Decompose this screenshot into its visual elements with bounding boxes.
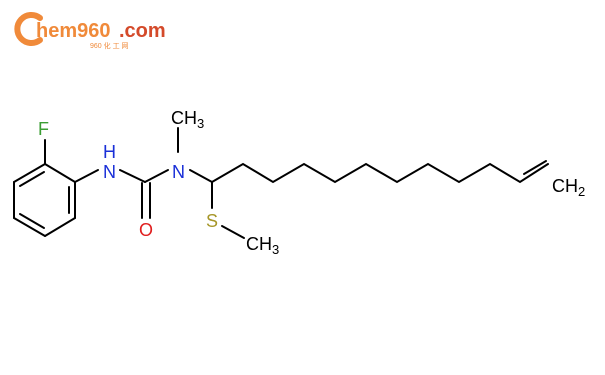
logo-tagline: 960 化 工 网: [90, 41, 129, 50]
n-methyl-text: CH: [171, 108, 197, 128]
chem960-logo[interactable]: hem960 .com 960 化 工 网: [14, 12, 166, 50]
sulfur-label: S: [206, 211, 218, 231]
fluorine-label: F: [38, 119, 49, 139]
methylated-nitrogen-label: N: [172, 162, 185, 182]
ring-bond: [44, 163, 76, 183]
ring-double-bond: [19, 171, 45, 187]
terminal-alkene-label: CH2: [552, 176, 585, 199]
s-methyl-label: CH3: [246, 234, 279, 257]
bond-lines: [13, 127, 549, 239]
ring-double-bond: [19, 213, 45, 229]
carbonyl-oxygen-label: O: [139, 220, 153, 240]
alkyl-chain: [211, 162, 549, 184]
n-ch-bond: [189, 169, 213, 183]
c-nh-bond: [74, 169, 99, 183]
logo-brand-suffix: .com: [119, 20, 166, 42]
c-n-bond: [144, 169, 169, 183]
terminal-alkene-text: CH: [552, 176, 578, 196]
amide-nitrogen-label: N: [103, 162, 116, 182]
ring-bond: [13, 217, 46, 237]
s-methyl-bond: [221, 225, 245, 239]
logo-c-icon: [14, 12, 43, 46]
ring-bond: [13, 163, 46, 183]
n-methyl-label: CH3: [171, 108, 204, 131]
nh-c-bond: [119, 169, 146, 183]
atom-labels: F H N N CH3 O S CH3 CH2: [38, 108, 585, 257]
s-methyl-text: CH: [246, 234, 272, 254]
ring-bond: [44, 217, 76, 237]
amide-hydrogen-label: H: [103, 142, 116, 162]
logo-brand-text: hem960: [36, 20, 111, 42]
s-methyl-subscript: 3: [272, 242, 279, 257]
terminal-alkene-subscript: 2: [578, 184, 585, 199]
n-methyl-subscript: 3: [197, 116, 204, 131]
alkene-double-bond: [523, 160, 547, 175]
